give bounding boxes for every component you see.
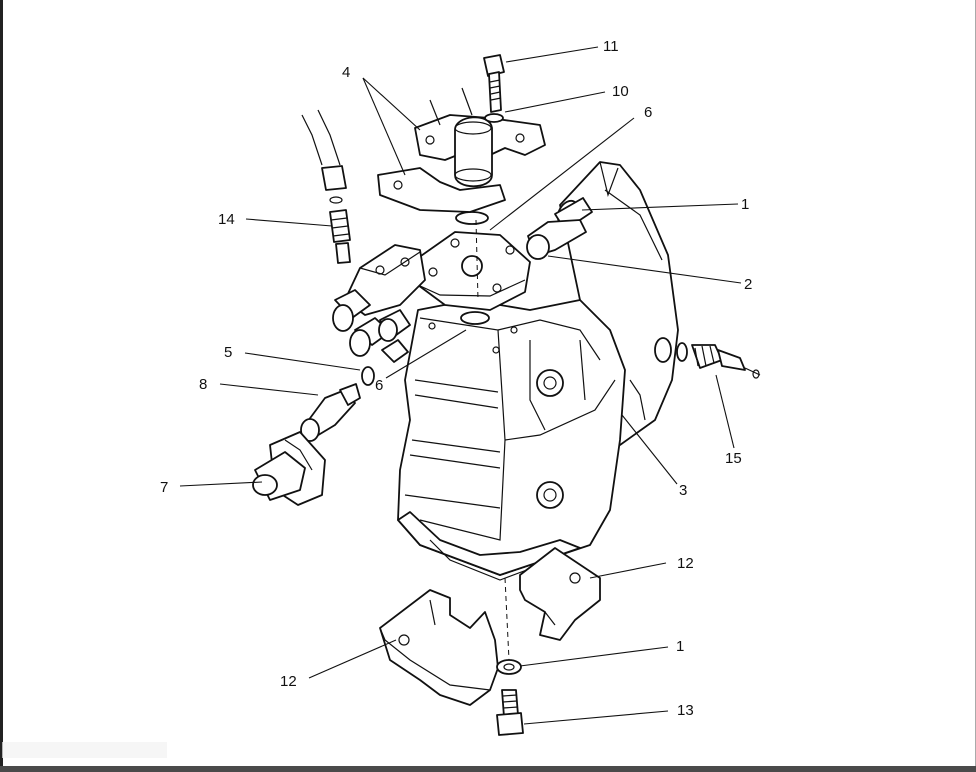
callout-6-top: 6: [644, 104, 652, 121]
top-washer-part-10: [484, 113, 504, 123]
top-bolt-part-11: [483, 54, 505, 113]
callout-6-mid: 6: [375, 377, 383, 394]
sensor-part-8: [300, 383, 361, 442]
mounting-half-right-part-12: [519, 547, 601, 641]
callout-15: 15: [725, 450, 742, 467]
callout-12-left: 12: [280, 673, 297, 690]
cap-part-7: [252, 431, 326, 506]
leader-lines: [179, 46, 742, 725]
callout-1-side: 1: [741, 196, 749, 213]
callout-8: 8: [199, 376, 207, 393]
split-flange-part-4: [377, 87, 546, 213]
fitting-part-15: [676, 342, 761, 379]
callout-13: 13: [677, 702, 694, 719]
bottom-washer-part-1: [496, 659, 522, 675]
o-ring-part-5: [361, 366, 375, 386]
bottom-bolt-part-13: [496, 689, 524, 736]
left-frame-edge: [0, 0, 3, 772]
mounting-half-left-part-12: [379, 589, 499, 706]
side-bolt-part-2: [526, 219, 587, 260]
callout-10: 10: [612, 83, 629, 100]
callout-2: 2: [744, 276, 752, 293]
watermark-strip: [2, 742, 167, 758]
callout-12-right: 12: [677, 555, 694, 572]
callout-14: 14: [218, 211, 235, 228]
bottom-frame-bar: [0, 766, 976, 772]
callout-5: 5: [224, 344, 232, 361]
pump-housing-part-3: [397, 161, 679, 581]
callout-7: 7: [160, 479, 168, 496]
callout-1-bottom: 1: [676, 638, 684, 655]
callout-3: 3: [679, 482, 687, 499]
top-flange-part-6: [417, 211, 531, 325]
control-valve-block: [332, 244, 426, 363]
callout-11: 11: [603, 38, 619, 55]
hose-fitting-part-14: [301, 109, 351, 264]
callout-4: 4: [342, 64, 350, 81]
